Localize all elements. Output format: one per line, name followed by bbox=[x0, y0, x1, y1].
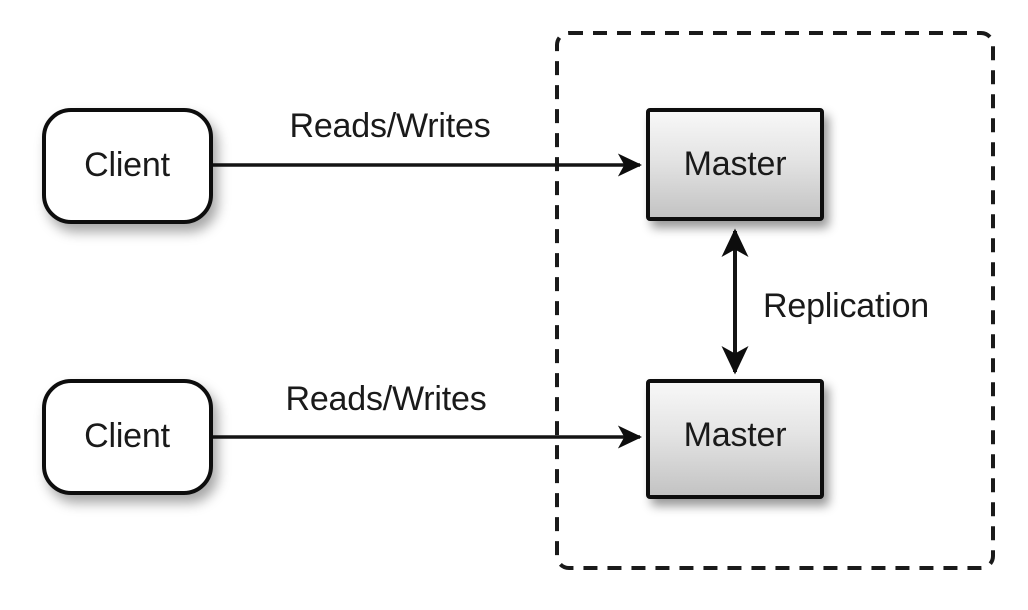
master-bottom-label: Master bbox=[684, 416, 787, 454]
client-top-box[interactable] bbox=[42, 108, 213, 224]
edge-client-bottom-master-bottom: Reads/Writes bbox=[211, 380, 643, 449]
edge-label-reads-writes-top: Reads/Writes bbox=[289, 107, 490, 145]
node-client-bottom[interactable] bbox=[42, 379, 213, 495]
edge-label-replication: Replication bbox=[763, 287, 929, 325]
master-top-label: Master bbox=[684, 145, 787, 183]
client-top-label: Client bbox=[84, 146, 170, 184]
replication-cluster-boundary bbox=[555, 31, 995, 570]
client-bottom-box[interactable] bbox=[42, 379, 213, 495]
master-bottom-box[interactable] bbox=[646, 379, 824, 499]
edge-label-reads-writes-bottom: Reads/Writes bbox=[285, 380, 486, 418]
node-master-top[interactable] bbox=[646, 108, 824, 221]
node-client-top[interactable] bbox=[42, 108, 213, 224]
master-top-box[interactable] bbox=[646, 108, 824, 221]
edge-client-top-master-top: Reads/Writes bbox=[211, 107, 643, 177]
edge-replication: Replication bbox=[721, 228, 929, 375]
node-master-bottom[interactable] bbox=[646, 379, 824, 499]
client-bottom-label: Client bbox=[84, 417, 170, 455]
